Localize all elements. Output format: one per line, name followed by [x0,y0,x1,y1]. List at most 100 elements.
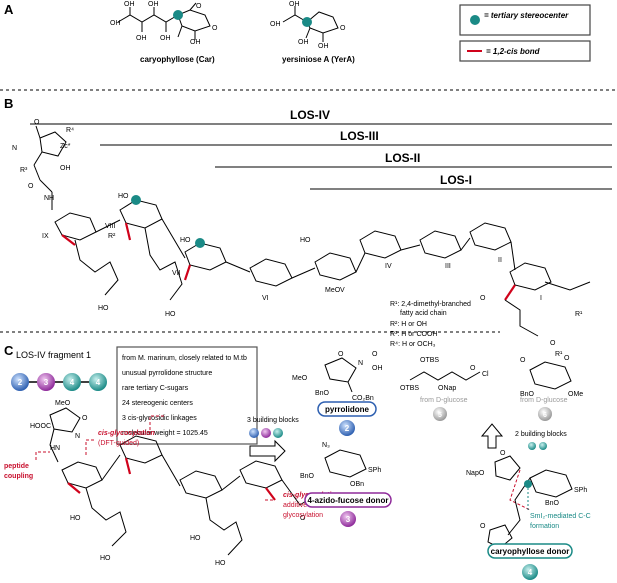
svg-text:OMe: OMe [568,391,583,398]
svg-text:O: O [82,415,88,422]
svg-text:BnO: BnO [545,500,560,507]
svg-text:R¹: R¹ [575,311,583,318]
svg-text:O: O [564,355,570,362]
svg-text:O: O [480,523,486,530]
svg-text:OH: OH [60,165,71,172]
svg-text:O: O [520,357,526,364]
svg-text:cis-glycosylation: cis-glycosylation [98,430,155,437]
caryophyllose-donor-tag-text: caryophyllose donor [491,547,570,556]
svg-text:3: 3 [346,515,351,524]
bb-purple [261,428,271,438]
svg-text:I: I [540,295,542,302]
svg-text:III: III [445,263,451,270]
svg-text:NH: NH [44,195,54,202]
from-glucose-6: from D-glucose [520,397,568,404]
svg-text:OH: OH [318,43,329,50]
svg-text:OH: OH [148,1,159,8]
caryophyllose-name: caryophyllose (Car) [140,55,215,64]
svg-text:O: O [338,351,344,358]
svg-text:MeO: MeO [292,375,308,382]
section-b-label: B [4,96,13,111]
svg-text:II: II [498,257,502,264]
svg-text:N: N [12,145,17,152]
section-c: C LOS-IV fragment 1 2 3 4 4 from M. mari… [4,343,591,580]
svg-text:SPh: SPh [574,487,587,494]
annotation-smi2: SmI₂-mediated C-C formation [530,513,591,530]
legend-cis-text: = 1,2-cis bond [486,47,541,56]
svg-text:unusual pyrrolidone structure: unusual pyrrolidone structure [122,370,212,377]
svg-text:fatty acid chain: fatty acid chain [400,310,447,317]
svg-text:O: O [34,119,40,126]
svg-text:R²: H or OH: R²: H or OH [390,321,427,328]
precursor-5 [409,371,481,381]
cis-bonds-c [67,457,276,501]
svg-text:OH: OH [298,39,309,46]
bb2-teal-2 [539,442,547,450]
svg-text:5: 5 [438,412,442,419]
svg-text:Zc*: Zc* [60,143,71,150]
svg-text:R³: H or COOH: R³: H or COOH [390,331,437,338]
node-caryophyllose-2 [89,373,107,391]
svg-text:HO: HO [215,560,226,567]
svg-text:R⁴: H or OCH₃: R⁴: H or OCH₃ [390,341,436,348]
retro-arrow-1 [249,439,286,463]
bb-teal [273,428,283,438]
svg-text:N: N [75,433,80,440]
retro-arrow-2 [480,423,504,449]
donor-tertiary-center [524,480,532,488]
chain-node-labels: 2 3 4 4 [18,378,101,387]
tertiary-center-marker [173,10,183,20]
caryophyllose-donor-number [522,564,538,580]
svg-text:V: V [340,287,345,294]
svg-text:HO: HO [100,555,111,562]
svg-text:OH: OH [124,1,135,8]
annotation-leaders [35,415,531,511]
node-fucose [37,373,55,391]
svg-text:3 cis-glycosidic linkages: 3 cis-glycosidic linkages [122,415,197,422]
svg-text:3: 3 [44,378,49,387]
fucose-tag [304,492,392,508]
building-blocks-3-label: 3 building blocks [247,417,299,424]
section-a-label: A [4,2,14,17]
pyrrolidone-number [339,420,355,436]
svg-text:OBn: OBn [350,481,364,488]
svg-text:O: O [300,515,306,522]
building-blocks-2-label: 2 building blocks [515,431,567,438]
svg-text:glycosylation: glycosylation [283,512,323,519]
svg-text:R⁴: R⁴ [66,127,74,134]
los-ii-label: LOS-II [385,151,420,165]
svg-text:4: 4 [96,378,101,387]
fucose-tag-text: 4-azido-fucose donor [308,496,389,505]
svg-text:HO: HO [98,305,109,312]
acyl-groups [504,281,591,337]
svg-text:HO: HO [190,535,201,542]
svg-text:O: O [480,295,486,302]
svg-text:N: N [358,360,363,367]
svg-text:rare tertiary C-sugars: rare tertiary C-sugars [122,385,189,392]
svg-text:OH: OH [160,35,171,42]
pyrrolidone-block [324,357,357,393]
svg-text:4: 4 [528,568,533,577]
legend-box-tertiary [459,4,591,36]
svg-text:OTBS: OTBS [420,357,439,364]
svg-text:BnO: BnO [300,473,315,480]
los-iv-label: LOS-IV [290,108,330,122]
number-6 [538,407,552,421]
svg-text:OH: OH [270,21,281,28]
svg-text:2: 2 [345,424,350,433]
caryophyllose-structure [117,2,211,40]
svg-text:24 stereogenic centers: 24 stereogenic centers [122,400,193,407]
svg-text:IX: IX [42,233,49,240]
svg-text:O: O [500,450,506,457]
svg-text:ONap: ONap [438,385,456,392]
svg-text:molecular weight = 1025.45: molecular weight = 1025.45 [122,430,208,437]
node-pyrrolidone [11,373,29,391]
precursor-6 [529,361,572,390]
svg-text:6: 6 [543,412,547,419]
